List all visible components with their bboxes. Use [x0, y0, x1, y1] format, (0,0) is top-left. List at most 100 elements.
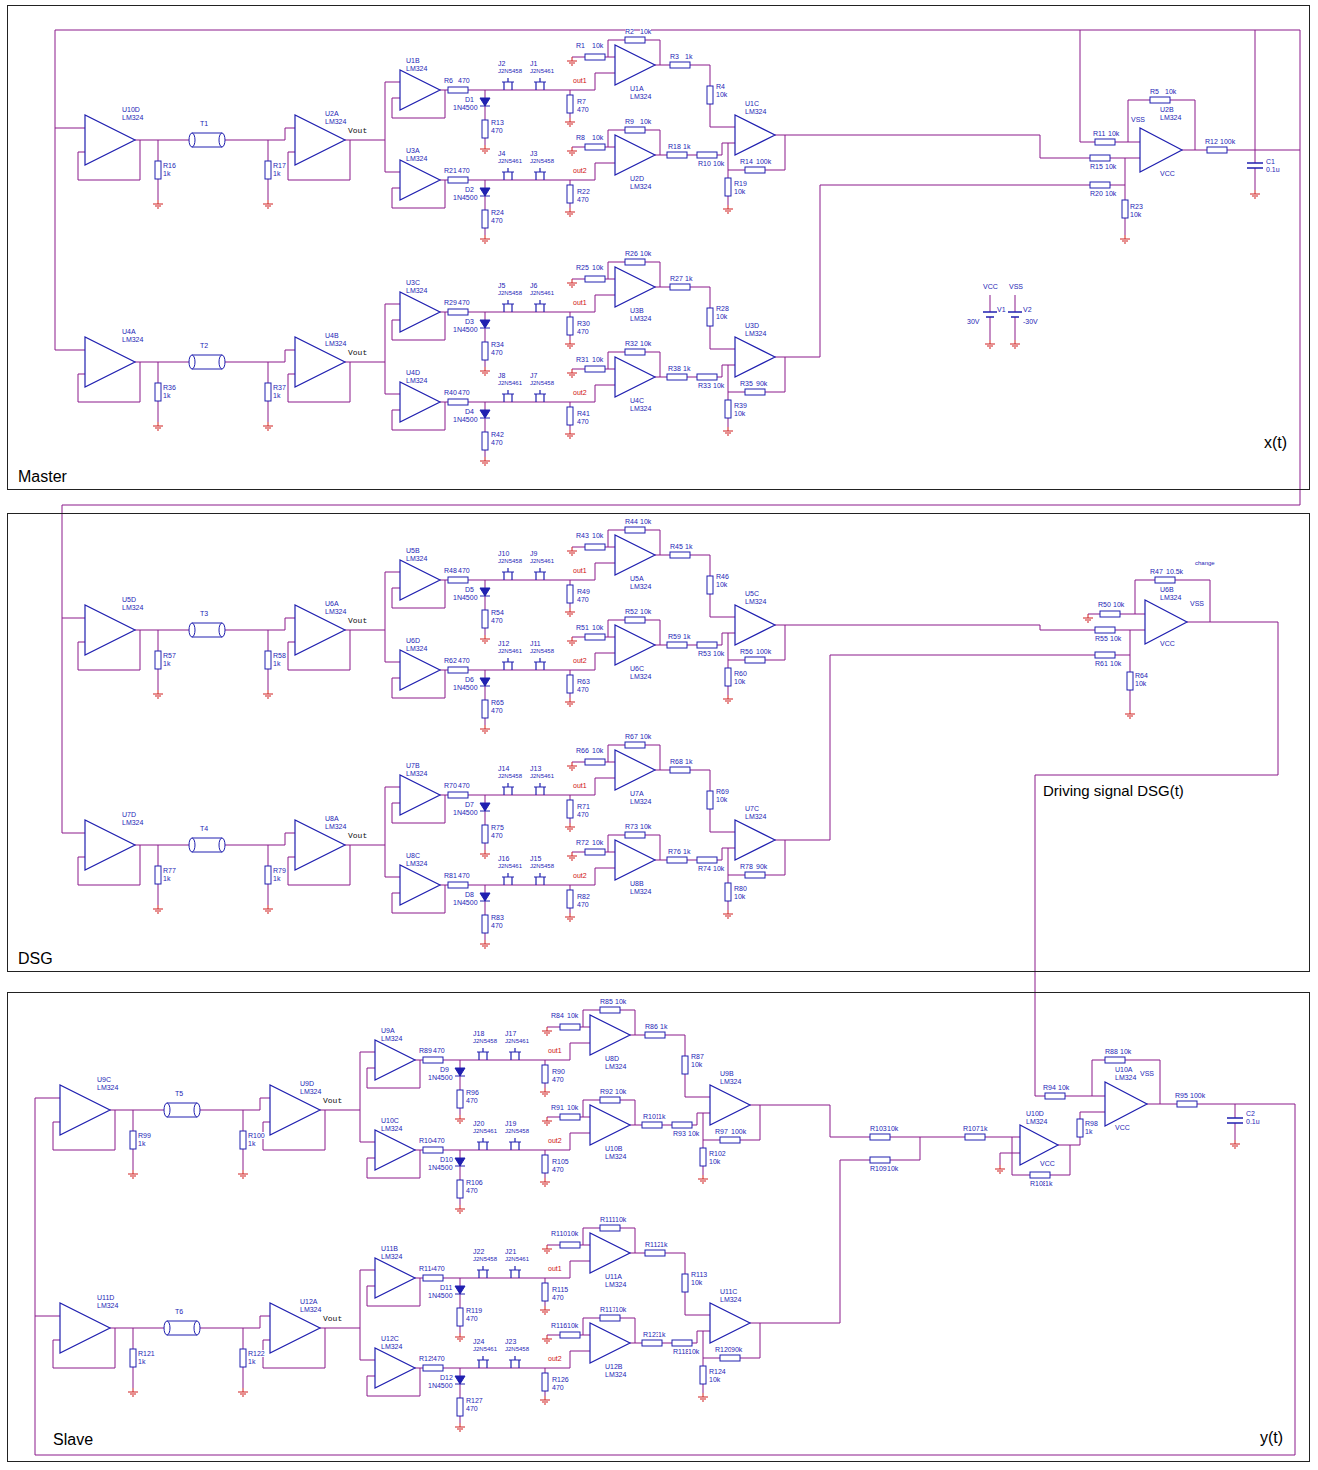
part-label: 10k	[887, 1165, 898, 1172]
part-label: 1k	[248, 1140, 255, 1147]
part-label: 10k	[592, 42, 603, 49]
jfet-symbol	[534, 300, 546, 312]
part-label: 470	[458, 167, 470, 174]
part-label: U3D	[745, 322, 759, 329]
part-label: 470	[491, 127, 503, 134]
part-label: R71	[577, 803, 590, 810]
part-label: J2N5461	[530, 68, 554, 74]
jfet-symbol	[534, 873, 546, 885]
part-label: 10k	[734, 410, 745, 417]
wire	[110, 1110, 165, 1111]
part-label: 1k	[683, 633, 690, 640]
transmission-line-end	[219, 133, 225, 147]
part-label: R9	[625, 118, 634, 125]
resistor-symbol	[720, 1137, 740, 1143]
part-label: 1k	[685, 543, 692, 550]
resistor-symbol	[482, 610, 488, 628]
resistor-symbol	[1095, 652, 1115, 658]
part-label: LM324	[1115, 1074, 1136, 1081]
part-label: D9	[440, 1066, 449, 1073]
signal-name: Driving signal DSG(t)	[1043, 783, 1184, 800]
wire	[1058, 1112, 1105, 1145]
diode-symbol	[480, 803, 490, 811]
part-label: U10B	[605, 1145, 623, 1152]
jfet-symbol	[502, 390, 514, 402]
wire	[775, 357, 800, 358]
part-label: R82	[577, 893, 590, 900]
panel-title: DSG	[18, 950, 53, 968]
part-label: 470	[577, 901, 589, 908]
part-label: U9C	[97, 1076, 111, 1083]
part-label: 10k	[713, 382, 724, 389]
part-label: 470	[458, 389, 470, 396]
resistor-symbol	[625, 259, 645, 265]
wire	[360, 1270, 361, 1360]
part-label: R80	[734, 885, 747, 892]
part-label: V1	[997, 306, 1006, 313]
wire	[55, 30, 56, 350]
part-label: LM324	[605, 1063, 626, 1070]
opamp-symbol	[710, 1303, 750, 1343]
resistor-symbol	[1177, 1101, 1197, 1107]
part-label: J2N5461	[505, 1256, 529, 1262]
part-label: R74	[698, 865, 711, 872]
part-label: R47	[1150, 568, 1163, 575]
wire	[385, 572, 400, 573]
part-label: LM324	[630, 673, 651, 680]
part-label: R84	[551, 1012, 564, 1019]
diode-symbol	[455, 1376, 465, 1384]
part-label: 10k	[615, 1088, 626, 1095]
ground-symbol	[540, 1088, 550, 1096]
part-label: R67	[625, 733, 638, 740]
signal-tag: out1	[573, 567, 587, 574]
part-label: R72	[576, 839, 589, 846]
part-label: R121	[138, 1350, 155, 1357]
resistor-symbol	[745, 872, 765, 878]
resistor-symbol	[265, 383, 271, 401]
resistor-symbol	[585, 366, 605, 372]
part-label: LM324	[630, 405, 651, 412]
resistor-symbol	[667, 642, 687, 648]
part-label: R88	[1105, 1048, 1118, 1055]
resistor-symbol	[642, 1122, 662, 1128]
part-label: LM324	[122, 336, 143, 343]
part-label: R83	[491, 914, 504, 921]
part-label: R52	[625, 608, 638, 615]
part-label: 470	[577, 686, 589, 693]
part-label: J2N5461	[498, 648, 522, 654]
signal-tag: out2	[548, 1355, 562, 1362]
wire	[55, 30, 1300, 31]
part-label: LM324	[630, 888, 651, 895]
part-label: 10k	[1120, 1048, 1131, 1055]
transmission-line-symbol	[167, 1321, 197, 1335]
resistor-symbol	[682, 1056, 688, 1074]
wire	[545, 1261, 590, 1278]
part-label: LM324	[1160, 114, 1181, 121]
part-label: J21	[505, 1248, 516, 1255]
part-label: 100k	[756, 158, 771, 165]
part-label: 10k	[640, 823, 651, 830]
part-label: 470	[433, 1137, 445, 1144]
part-label: LM324	[381, 1343, 402, 1350]
wire	[200, 1098, 270, 1110]
part-label: R1	[576, 42, 585, 49]
part-label: 30V	[967, 318, 979, 325]
battery-symbol	[983, 312, 997, 317]
part-label: J17	[505, 1030, 516, 1037]
part-label: LM324	[122, 114, 143, 121]
part-label: 0.1u	[1246, 1118, 1260, 1125]
part-label: 10k	[713, 865, 724, 872]
part-label: LM324	[381, 1035, 402, 1042]
ground-symbol	[455, 1205, 465, 1213]
part-label: U7D	[122, 811, 136, 818]
resistor-symbol	[265, 866, 271, 884]
net-name: Vout	[323, 1315, 342, 1323]
part-label: J2N5458	[530, 158, 554, 164]
part-label: VSS	[1190, 600, 1204, 607]
opamp-symbol	[615, 840, 655, 880]
ground-symbol	[567, 762, 577, 770]
part-label: R41	[577, 410, 590, 417]
part-label: R59	[668, 633, 681, 640]
battery-symbol	[1008, 312, 1022, 317]
opamp-symbol	[615, 750, 655, 790]
